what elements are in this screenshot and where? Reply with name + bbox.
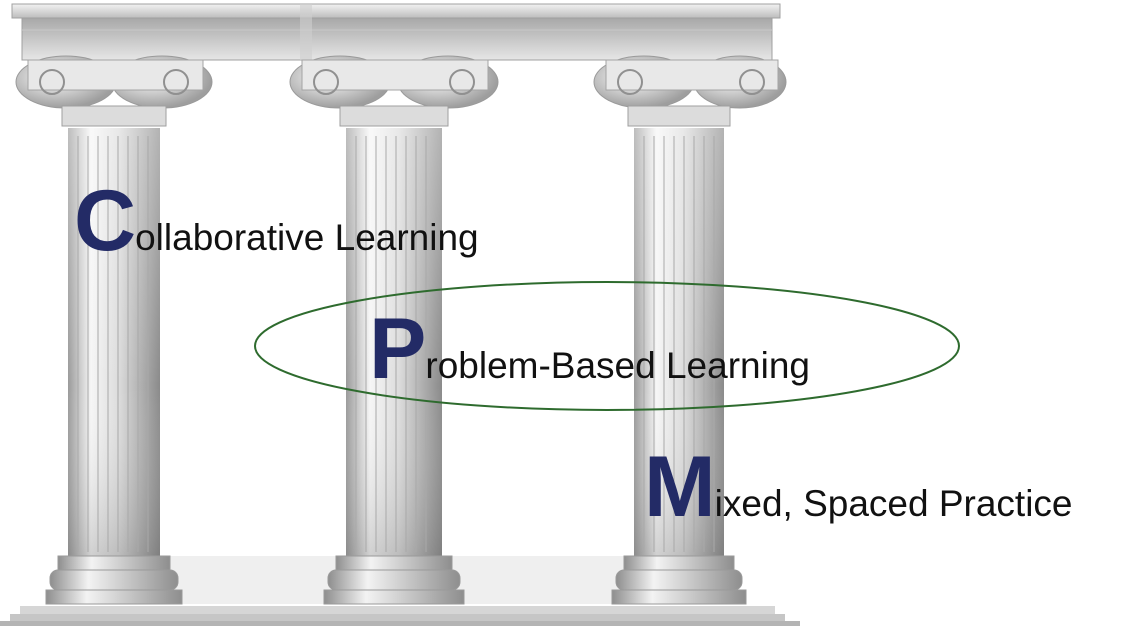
pillar-label-collaborative-learning: C ollaborative Learning (74, 178, 479, 264)
pillar-text-problem-based-learning: roblem-Based Learning (425, 345, 810, 386)
entablature (11, 3, 781, 61)
pillar-label-mixed-spaced-practice: M ixed, Spaced Practice (644, 444, 1073, 530)
column-left (15, 55, 213, 605)
pillar-initial-c: C (74, 173, 136, 269)
column-middle (289, 55, 499, 605)
highlight-ellipse (254, 281, 960, 411)
pillar-initial-p: P (369, 301, 426, 397)
pillar-text-mixed-spaced-practice: ixed, Spaced Practice (714, 483, 1073, 524)
column-right (593, 55, 787, 605)
pillar-label-problem-based-learning: P roblem-Based Learning (369, 306, 810, 392)
pillar-text-collaborative-learning: ollaborative Learning (135, 217, 479, 258)
pillar-initial-m: M (644, 439, 716, 535)
